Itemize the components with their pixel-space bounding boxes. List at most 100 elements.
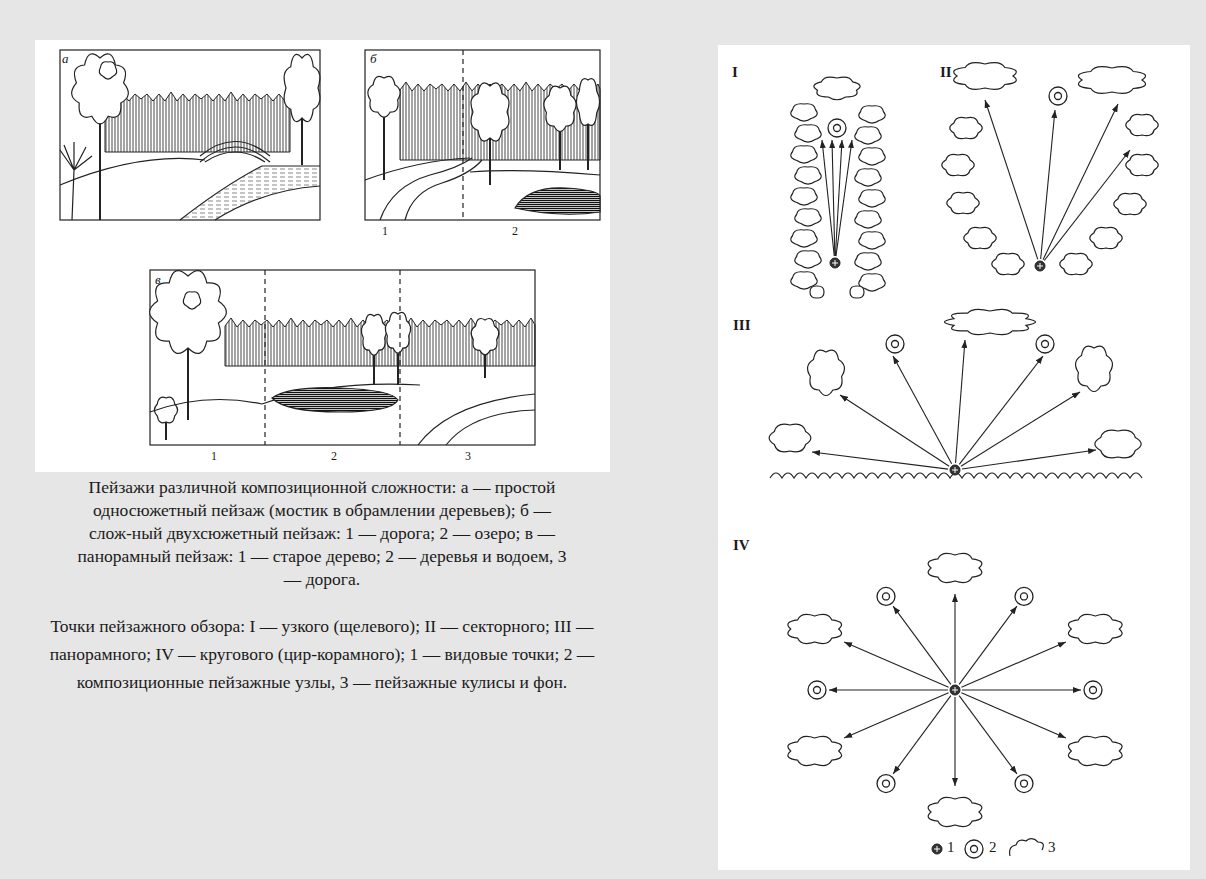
view-point-cross <box>934 846 940 852</box>
landscape-node <box>877 587 895 605</box>
view-point <box>830 258 840 268</box>
lake <box>515 188 600 214</box>
landscape-coulisse <box>1126 114 1158 135</box>
landscape-coulisse <box>791 146 817 163</box>
sketch-frame <box>365 50 600 220</box>
landscape-node <box>1036 335 1054 353</box>
landscape-coulisse <box>859 190 885 207</box>
figure-caption: Пейзажи различной композиционной сложнос… <box>72 476 572 591</box>
legend-coulisse <box>1010 839 1044 856</box>
landscape-coulisse <box>1114 193 1146 214</box>
landscape-coulisse <box>795 251 821 268</box>
landscape-node-core <box>971 846 978 853</box>
landscape-coulisse <box>788 614 842 643</box>
ground-line <box>60 158 205 185</box>
landscape-node-core <box>1055 93 1062 100</box>
view-arrow <box>829 689 948 690</box>
part-number: 3 <box>465 449 471 463</box>
view-arrow <box>959 356 1043 464</box>
figure-caption: Точки пейзажного обзора: I — узкого (щел… <box>32 612 612 696</box>
landscape-coulisse <box>1076 346 1113 391</box>
sketch-lines <box>60 50 600 445</box>
view-point <box>932 844 942 854</box>
view-arrow <box>954 594 955 683</box>
landscape-coulisse <box>850 286 864 298</box>
tree-crown <box>72 54 129 124</box>
view-arrow <box>1043 104 1118 260</box>
tree-crown <box>284 54 320 121</box>
landscape-node <box>1015 775 1033 793</box>
ground-line <box>365 158 600 180</box>
landscape-coulisse <box>1126 154 1158 175</box>
ground-line <box>150 384 420 412</box>
landscape-coulisse <box>788 736 842 765</box>
landscape-coulisse <box>928 797 982 826</box>
sketch-letter: б <box>370 51 377 67</box>
landscape-coulisse <box>808 350 845 395</box>
landscape-coulisse <box>810 286 824 298</box>
landscape-coulisse <box>855 211 881 228</box>
landscape-node-core <box>892 341 899 348</box>
view-arrow <box>954 697 955 786</box>
landscape-coulisse <box>1095 430 1141 458</box>
landscape-node-core <box>1090 687 1097 694</box>
view-point-cross <box>832 260 838 266</box>
view-point <box>950 465 960 475</box>
divider <box>462 50 463 220</box>
tree-crown <box>361 314 386 355</box>
tree-crown <box>150 271 227 354</box>
view-point-cross <box>1037 263 1043 269</box>
landscape-coulisse <box>1078 67 1145 94</box>
landscape-coulisse <box>944 309 1035 334</box>
view-point-cross <box>952 467 958 473</box>
view-point-schemes <box>769 63 1158 858</box>
road <box>418 394 535 445</box>
landscape-coulisse <box>859 148 885 165</box>
divider <box>264 270 265 445</box>
tree-crown <box>576 79 599 126</box>
landscape-node-core <box>814 687 821 694</box>
road <box>380 158 482 220</box>
view-arrow <box>840 395 949 466</box>
landscape-node <box>886 335 904 353</box>
landscape-coulisse <box>795 209 821 226</box>
view-arrow <box>985 100 1038 259</box>
bridge <box>200 142 270 163</box>
view-arrow <box>962 450 1096 469</box>
view-arrow <box>1041 110 1055 259</box>
left-panel <box>35 40 610 472</box>
river-water <box>180 166 320 220</box>
right-panel <box>718 45 1190 870</box>
view-arrow <box>812 452 948 469</box>
landscape-node-core <box>1042 341 1049 348</box>
landscape-coulisse <box>814 77 860 100</box>
landscape-coulisse <box>964 227 996 248</box>
view-arrow <box>822 140 834 256</box>
sketch-letter: в <box>155 272 161 288</box>
part-number: 1 <box>382 224 388 238</box>
sketch-details <box>72 54 600 440</box>
landscape-node-core <box>834 125 841 132</box>
landscape-coulisse <box>855 127 881 144</box>
landscape-coulisse <box>1068 736 1122 765</box>
sketch-letter: а <box>62 51 69 67</box>
view-arrow <box>836 140 852 256</box>
tree-crown <box>471 318 499 354</box>
view-arrow <box>832 140 835 256</box>
part-number: 1 <box>211 449 217 463</box>
landscape-coulisse <box>791 188 817 205</box>
landscape-coulisse <box>992 253 1024 274</box>
forest-band <box>105 92 290 152</box>
landscape-node <box>1015 587 1033 605</box>
landscape-coulisse <box>859 232 885 249</box>
view-arrow <box>956 340 965 463</box>
view-arrow <box>959 606 1017 684</box>
landscape-node-core <box>883 593 890 600</box>
divider <box>399 270 400 445</box>
landscape-node <box>1049 87 1067 105</box>
small-tree <box>60 142 92 220</box>
landscape-coulisse <box>855 253 881 270</box>
scheme-number: IV <box>733 536 750 554</box>
view-arrow <box>893 356 952 464</box>
landscape-coulisse <box>791 230 817 247</box>
